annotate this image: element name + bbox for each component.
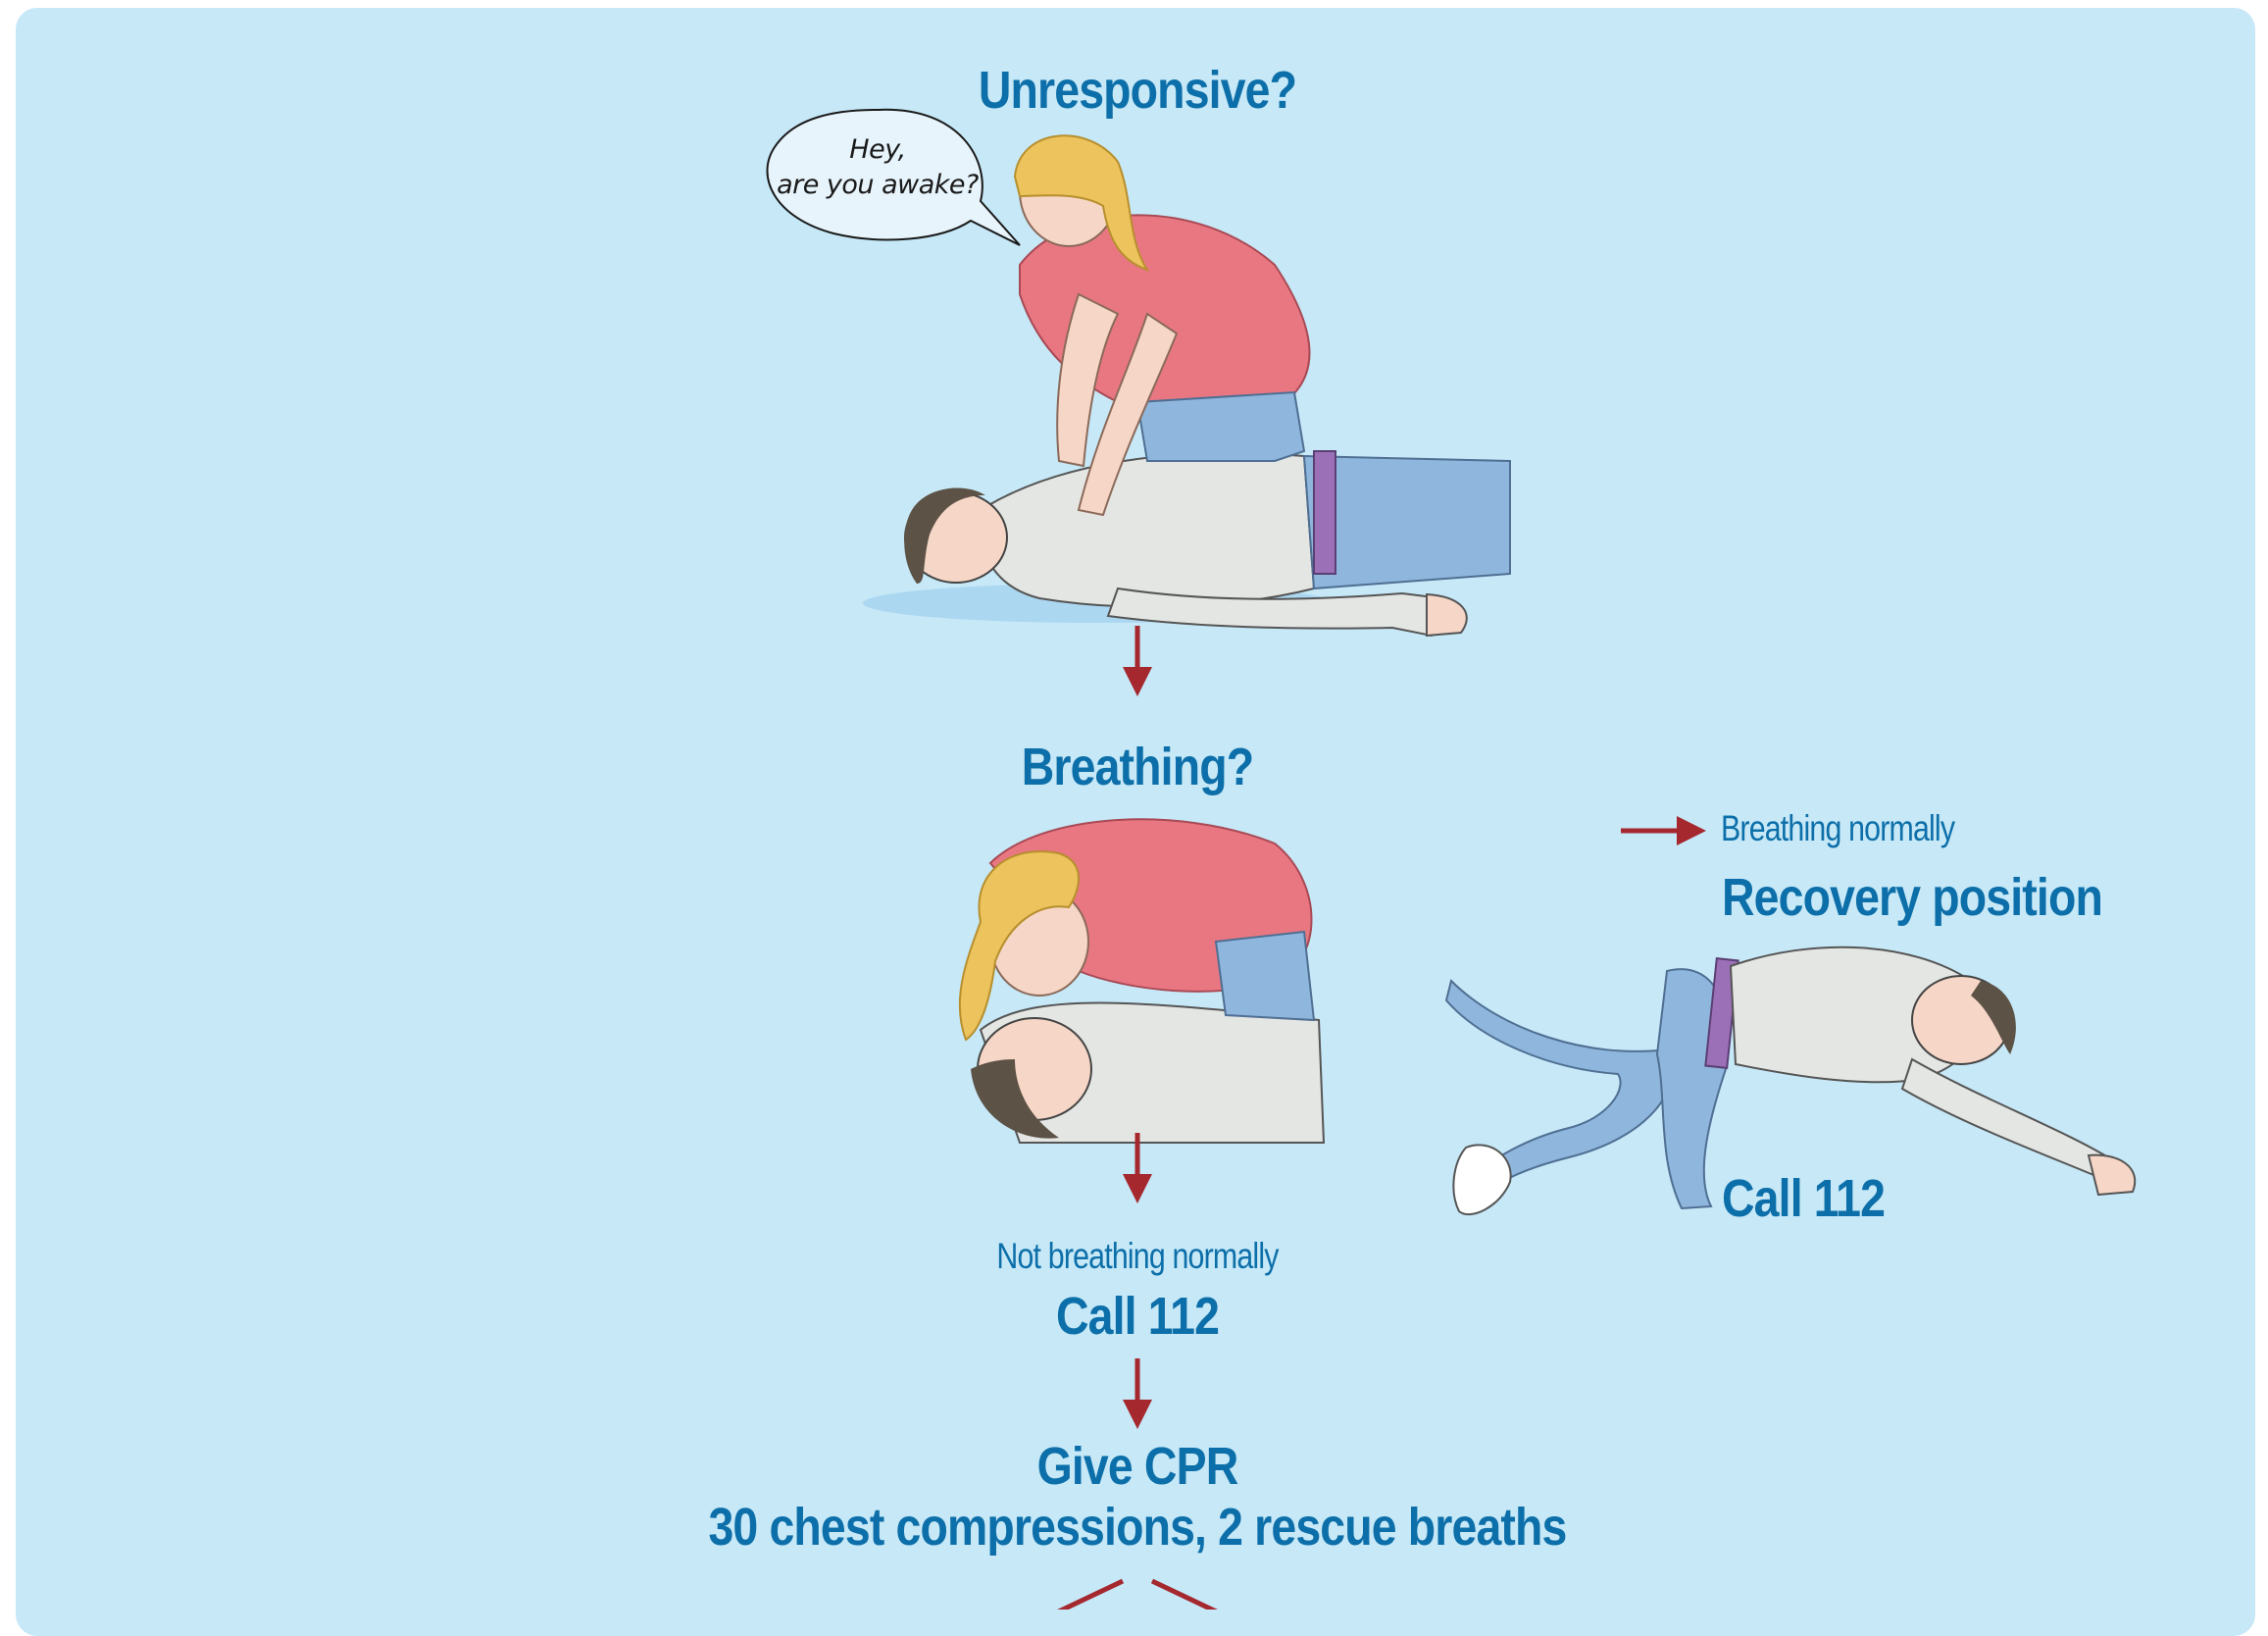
call-112-left: Call 112 [884, 1290, 1390, 1343]
give-cpr-title: Give CPR [800, 1440, 1475, 1493]
check-breathing-illustration [960, 819, 1324, 1143]
not-breathing-label: Not breathing normally [896, 1238, 1379, 1274]
branch-line-right [1152, 1581, 1231, 1610]
step-breathing-title: Breathing? [884, 741, 1390, 793]
speech-line-1: Hey, [775, 132, 981, 168]
branch-line-left [1044, 1581, 1123, 1610]
recovery-position-title: Recovery position [1722, 871, 2102, 924]
step-unresponsive-title: Unresponsive? [884, 64, 1390, 117]
speech-line-2: are you awake? [775, 168, 981, 203]
cpr-detail: 30 chest compressions, 2 rescue breaths [631, 1501, 1643, 1554]
call-112-right: Call 112 [1722, 1172, 1885, 1225]
speech-bubble-text: Hey, are you awake? [775, 132, 981, 202]
breathing-normally-label: Breathing normally [1721, 810, 1954, 846]
